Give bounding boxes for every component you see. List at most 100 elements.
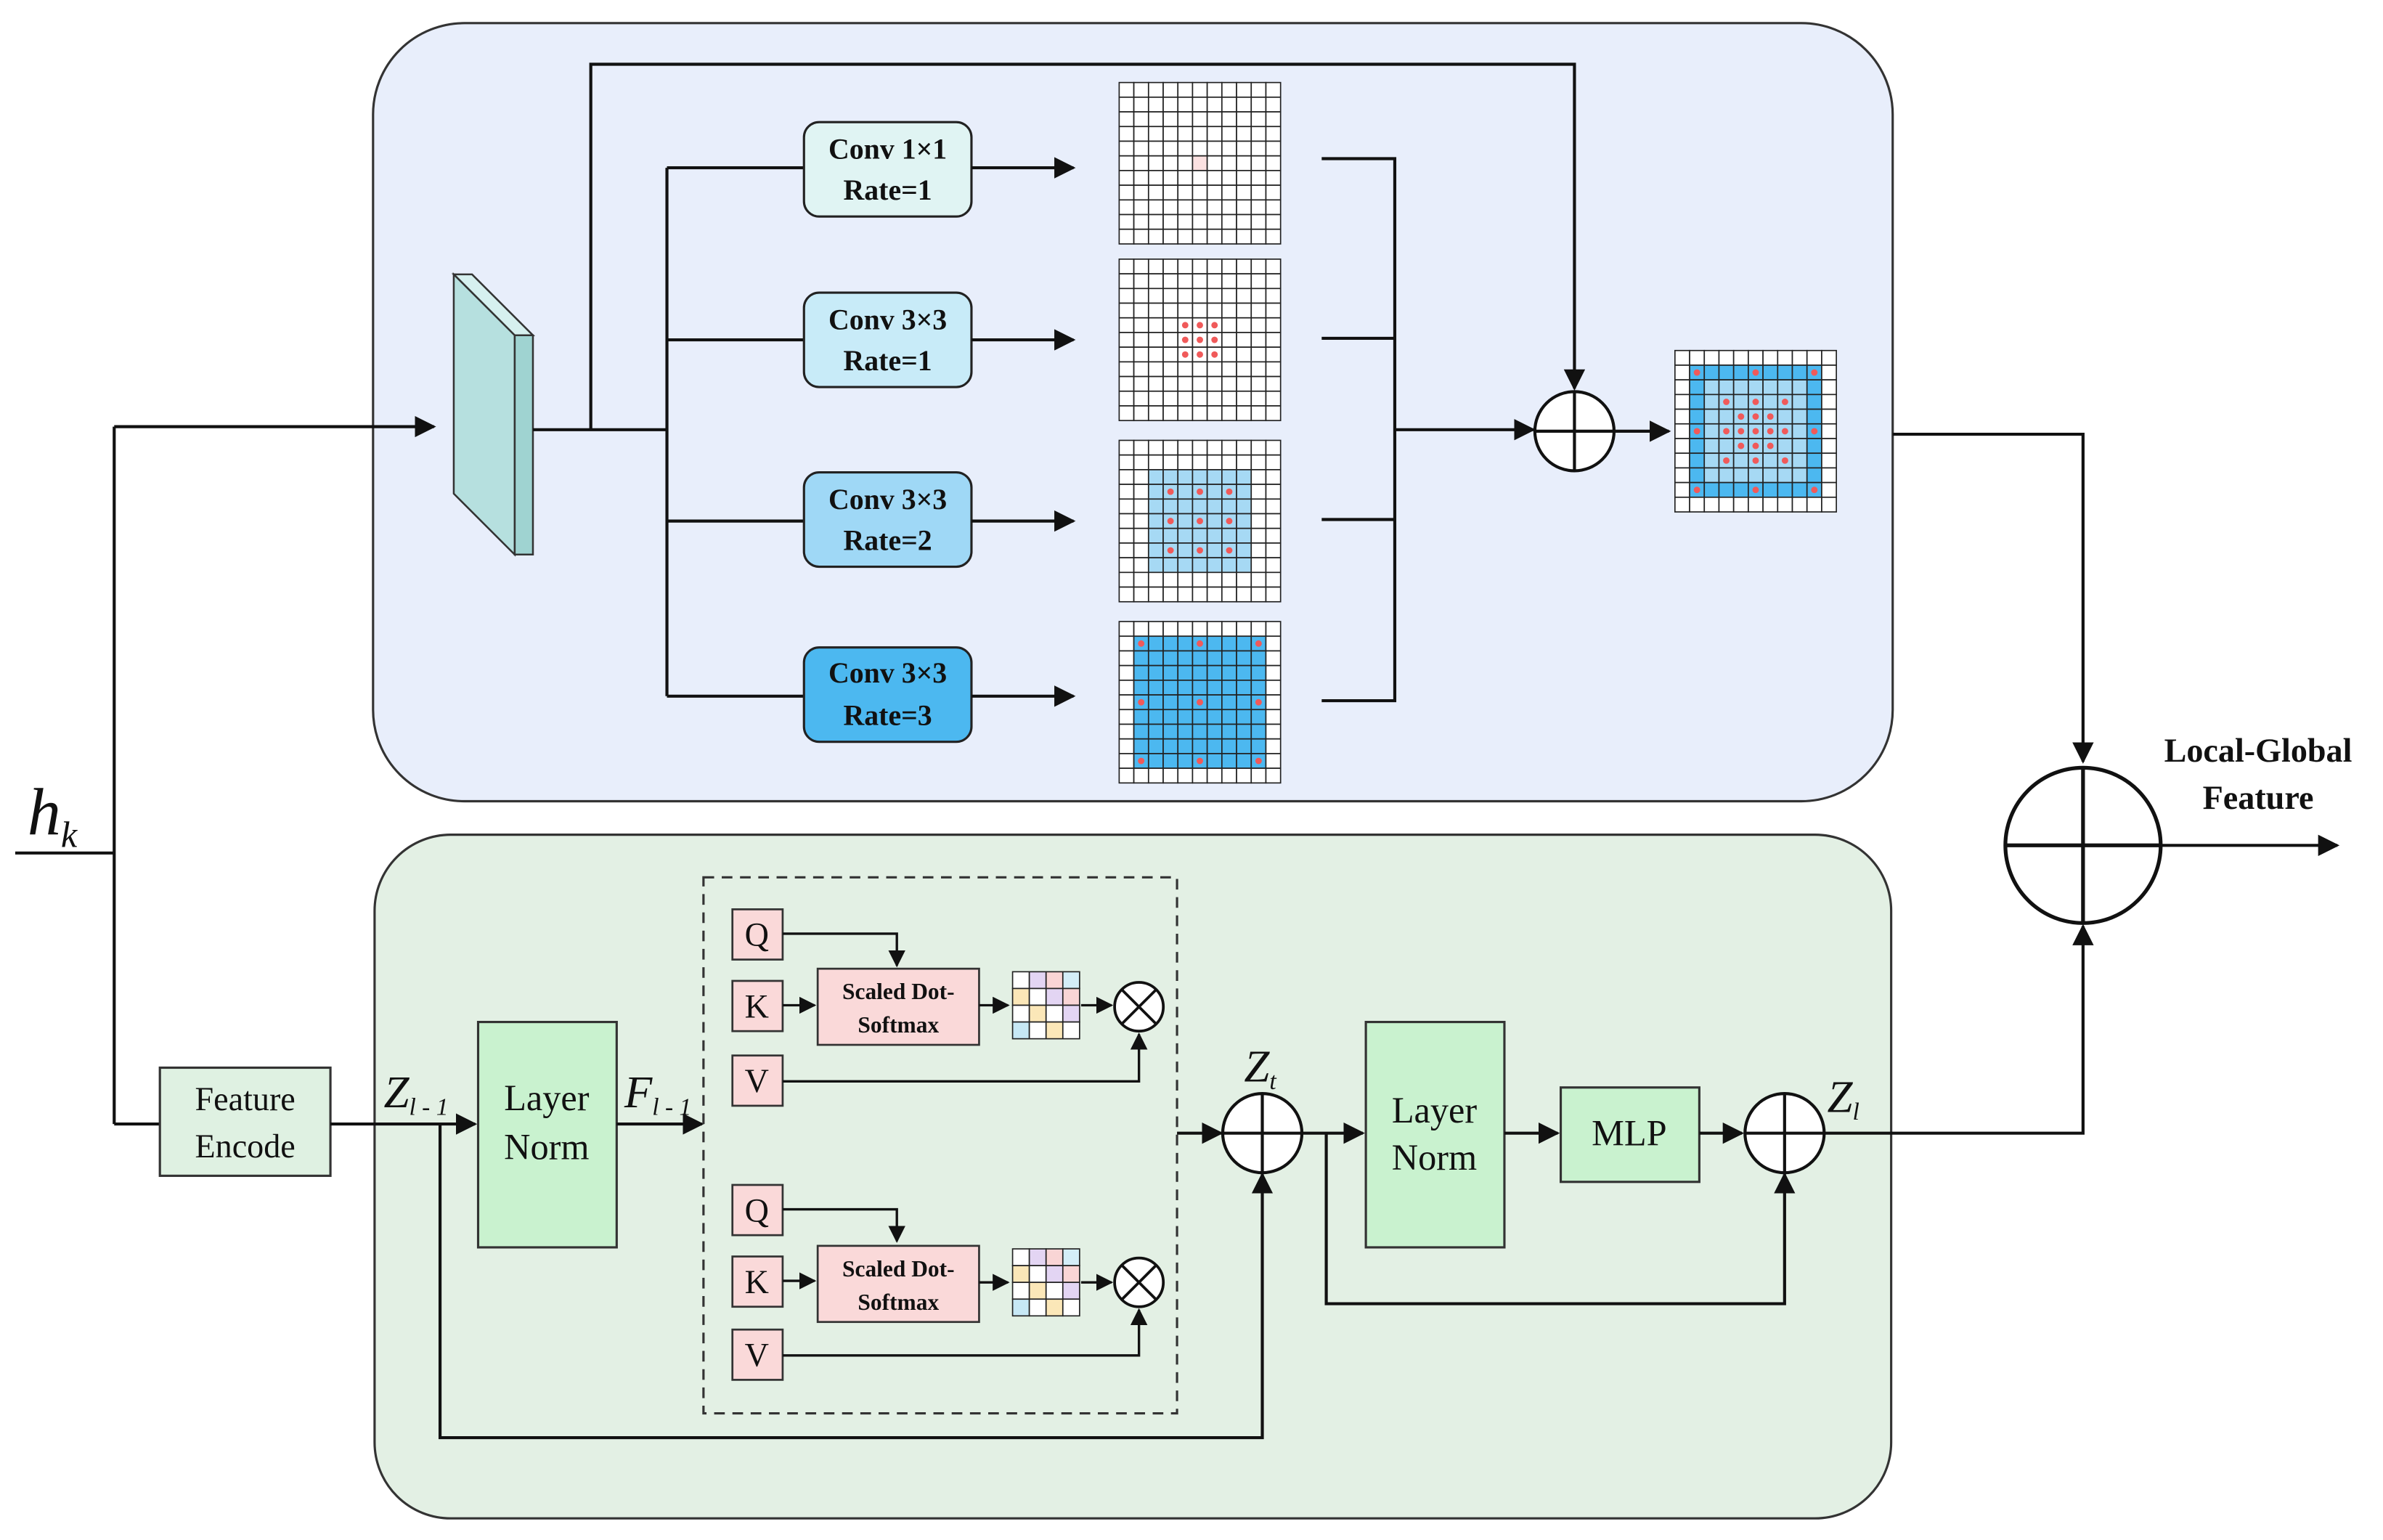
v-label: V <box>745 1337 769 1374</box>
grid-cell <box>1250 317 1267 333</box>
grid-cell <box>1133 767 1149 784</box>
grid-cell <box>1762 452 1779 469</box>
grid-cell <box>1777 467 1793 484</box>
grid-cell <box>1118 650 1135 667</box>
grid-cell <box>1177 111 1194 128</box>
grid-cell <box>1732 481 1749 498</box>
sample-dot <box>1811 486 1818 494</box>
grid-cell <box>1221 273 1237 290</box>
grid-cell <box>1177 484 1194 500</box>
grid-cell <box>1177 288 1194 304</box>
grid-cell <box>1192 199 1208 216</box>
grid-cell <box>1250 361 1267 378</box>
grid-cell <box>1133 557 1149 574</box>
grid-cell <box>1177 557 1194 574</box>
grid-cell <box>1236 738 1252 754</box>
grid-cell <box>1236 484 1252 500</box>
grid-cell <box>1821 467 1837 484</box>
grid-cell <box>1221 375 1237 392</box>
sample-dot <box>1752 442 1759 449</box>
grid-cell <box>1250 738 1267 754</box>
grid-cell <box>1791 379 1808 396</box>
grid-cell <box>1206 199 1223 216</box>
grid-cell <box>1806 452 1822 469</box>
grid-cell <box>1147 680 1164 696</box>
sample-dot <box>1197 547 1203 554</box>
sample-dot <box>1752 457 1759 464</box>
conv-label: Conv 3×3 <box>828 483 947 516</box>
grid-cell <box>1250 140 1267 157</box>
grid-cell <box>1118 738 1135 754</box>
grid-cell <box>1221 709 1237 725</box>
grid-cell <box>1147 317 1164 333</box>
grid-cell <box>1250 213 1267 230</box>
sample-dot <box>1752 428 1759 435</box>
sample-dot <box>1723 428 1730 435</box>
grid-cell <box>1118 498 1135 515</box>
grid-cell <box>1162 390 1179 407</box>
grid-cell <box>1147 513 1164 529</box>
sample-dot <box>1167 518 1174 525</box>
grid-cell <box>1265 635 1282 652</box>
sample-dot <box>1211 322 1218 329</box>
grid-cell <box>1806 349 1822 366</box>
grid-cell <box>1192 405 1208 422</box>
grid-cell <box>1718 438 1735 455</box>
grid-cell <box>1265 111 1282 128</box>
grid-cell <box>1718 481 1735 498</box>
grid-cell <box>1133 302 1149 319</box>
zl-label: Zl <box>1828 1071 1859 1125</box>
multi-head-attention-box <box>702 876 1178 1415</box>
grid-cell <box>1192 498 1208 515</box>
grid-cell <box>1221 454 1237 470</box>
attention-cell <box>1011 1248 1030 1266</box>
grid-cell <box>1777 438 1793 455</box>
sample-dot <box>1167 488 1174 495</box>
grid-cell <box>1147 439 1164 456</box>
grid-cell <box>1192 439 1208 456</box>
attention-head-2: Q K V Scaled Dot- Softmax <box>731 1183 1165 1381</box>
grid-cell <box>1162 199 1179 216</box>
grid-cell <box>1206 709 1223 725</box>
grid-cell <box>1147 81 1164 98</box>
grid-cell <box>1236 375 1252 392</box>
grid-cell <box>1806 408 1822 425</box>
sample-dot <box>1255 698 1262 706</box>
grid-cell <box>1147 184 1164 201</box>
grid-cell <box>1777 496 1793 513</box>
grid-cell <box>1177 273 1194 290</box>
grid-cell <box>1791 364 1808 380</box>
sample-dot <box>1752 369 1759 376</box>
grid-cell <box>1206 405 1223 422</box>
grid-cell <box>1147 767 1164 784</box>
grid-cell <box>1147 650 1164 667</box>
grid-cell <box>1133 469 1149 485</box>
grid-cell <box>1162 317 1179 333</box>
grid-cell <box>1821 379 1837 396</box>
grid-cell <box>1133 738 1149 754</box>
grid-cell <box>1265 753 1282 769</box>
grid-cell <box>1674 467 1690 484</box>
sample-dot <box>1767 413 1774 420</box>
grid-cell <box>1206 694 1223 711</box>
grid-cell <box>1162 753 1179 769</box>
attention-cell <box>1011 1004 1030 1023</box>
grid-cell <box>1221 635 1237 652</box>
grid-cell <box>1206 635 1223 652</box>
sample-dot <box>1226 488 1233 495</box>
grid-cell <box>1192 454 1208 470</box>
grid-cell <box>1674 408 1690 425</box>
grid-cell <box>1147 213 1164 230</box>
grid-cell <box>1162 454 1179 470</box>
grid-cell <box>1674 394 1690 410</box>
attention-cell <box>1011 971 1030 990</box>
grid-cell <box>1177 709 1194 725</box>
sample-dot <box>1781 428 1788 435</box>
grid-cell <box>1162 155 1179 171</box>
grid-cell <box>1118 288 1135 304</box>
grid-cell <box>1265 126 1282 142</box>
grid-cell <box>1821 394 1837 410</box>
attention-cell <box>1045 1248 1064 1266</box>
grid-cell <box>1177 126 1194 142</box>
grid-cell <box>1674 379 1690 396</box>
